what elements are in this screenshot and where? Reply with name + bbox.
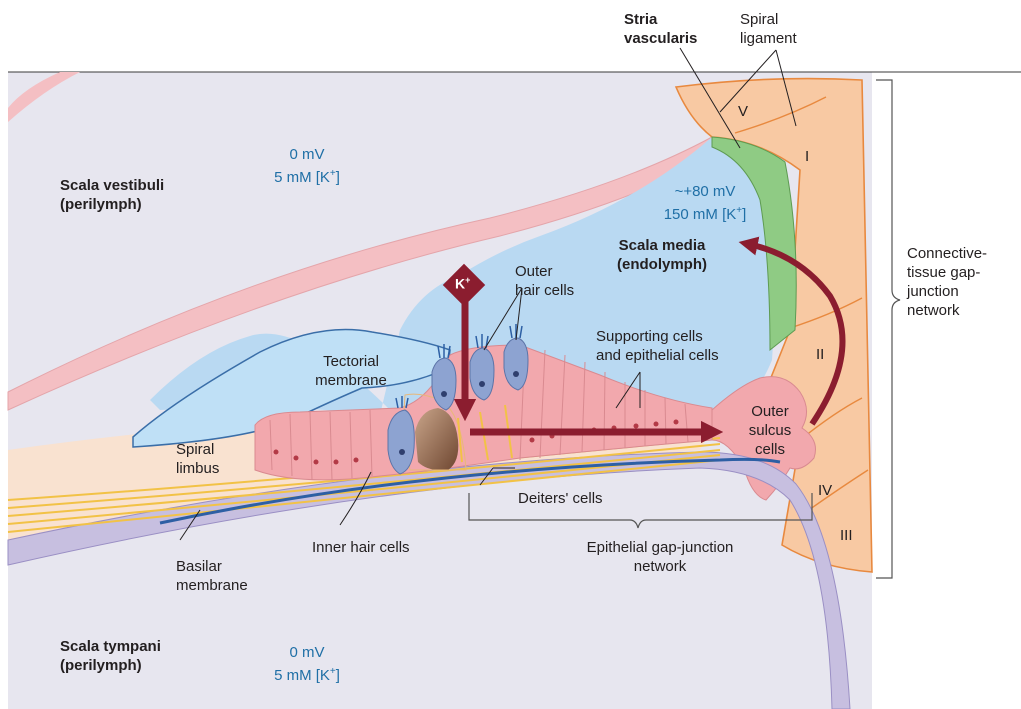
tectorial-membrane-label: Tectorial membrane <box>296 352 406 390</box>
scala-tympani-label: Scala tympani (perilymph) <box>60 637 161 675</box>
spiral-limbus-label: Spiral limbus <box>176 440 219 478</box>
connective-tissue-label: Connective- tissue gap- junction network <box>907 244 987 320</box>
basilar-membrane-label: Basilar membrane <box>176 557 248 595</box>
stria-vascularis-label: Stria vascularis <box>624 10 697 48</box>
fibrocyte-type-iv: IV <box>818 482 832 499</box>
epithelial-gap-junction-label: Epithelial gap-junction network <box>560 538 760 576</box>
inner-hair-cells-label: Inner hair cells <box>312 538 410 557</box>
fibrocyte-type-v: V <box>738 103 748 120</box>
scala-vestibuli-label: Scala vestibuli (perilymph) <box>60 176 164 214</box>
tympani-k-concentration: 5 mM [K+] <box>252 662 362 685</box>
supporting-cells-label: Supporting cells and epithelial cells <box>596 327 719 365</box>
deiters-cells-label: Deiters' cells <box>518 489 603 508</box>
vestibuli-potential: 0 mV 5 mM [K+] <box>252 145 362 187</box>
media-k-concentration: 150 mM [K+] <box>640 201 770 224</box>
spiral-ligament-label: Spiral ligament <box>740 10 797 48</box>
scala-media-label: Scala media (endolymph) <box>604 236 720 274</box>
outer-hair-cells-label: Outer hair cells <box>515 262 574 300</box>
k-ion-badge-label: K+ <box>455 275 470 292</box>
outer-sulcus-label: Outer sulcus cells <box>738 402 802 459</box>
fibrocyte-type-iii: III <box>840 527 853 544</box>
tympani-potential: 0 mV 5 mM [K+] <box>252 643 362 685</box>
fibrocyte-type-i: I <box>805 148 809 165</box>
connective-tissue-bracket <box>876 80 900 578</box>
fibrocyte-type-ii: II <box>816 346 824 363</box>
vestibuli-k-concentration: 5 mM [K+] <box>252 164 362 187</box>
media-potential: ~+80 mV 150 mM [K+] <box>640 182 770 224</box>
